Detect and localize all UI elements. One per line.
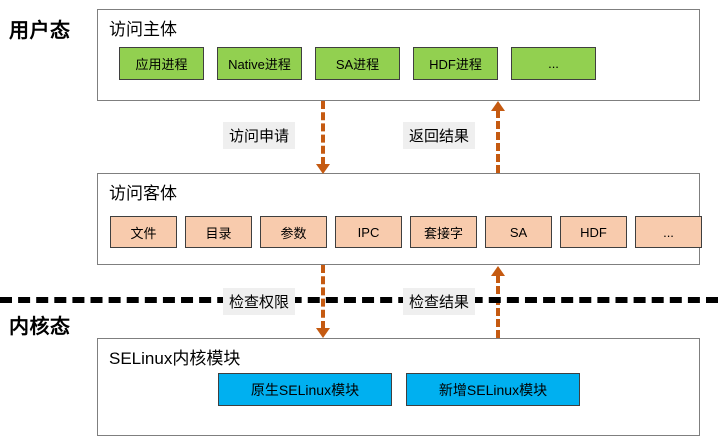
object-chip-parameter[interactable]: 参数 <box>260 216 327 248</box>
arrowhead-check-permission-down-icon <box>316 328 330 338</box>
access-object-chip-row: 文件 目录 参数 IPC 套接字 SA HDF ... <box>110 216 718 248</box>
access-subject-title: 访问主体 <box>109 20 177 39</box>
user-kernel-boundary-divider <box>0 297 718 303</box>
connector-check-result <box>496 275 500 338</box>
flow-label-check-result: 检查结果 <box>403 288 476 315</box>
object-chip-ipc[interactable]: IPC <box>335 216 402 248</box>
arrowhead-check-result-up-icon <box>491 266 505 276</box>
connector-return-result <box>496 110 500 173</box>
flow-label-access-request: 访问申请 <box>223 122 296 149</box>
subject-chip-more[interactable]: ... <box>511 47 596 80</box>
selinux-kernel-module-box: SELinux内核模块 <box>97 338 700 436</box>
flow-label-return-result: 返回结果 <box>403 122 476 149</box>
object-chip-socket[interactable]: 套接字 <box>410 216 477 248</box>
object-chip-file[interactable]: 文件 <box>110 216 177 248</box>
access-subject-chip-row: 应用进程 Native进程 SA进程 HDF进程 ... <box>119 47 718 80</box>
subject-chip-sa[interactable]: SA进程 <box>315 47 400 80</box>
arrowhead-access-request-down-icon <box>316 164 330 174</box>
kernel-chip-native-selinux[interactable]: 原生SELinux模块 <box>218 373 392 406</box>
connector-access-request <box>321 101 325 165</box>
object-chip-sa[interactable]: SA <box>485 216 552 248</box>
selinux-kernel-module-title: SELinux内核模块 <box>109 349 241 368</box>
kernel-mode-label: 内核态 <box>9 316 71 338</box>
subject-chip-hdf[interactable]: HDF进程 <box>413 47 498 80</box>
user-mode-label: 用户态 <box>9 20 71 42</box>
object-chip-hdf[interactable]: HDF <box>560 216 627 248</box>
kernel-chip-added-selinux[interactable]: 新增SELinux模块 <box>406 373 580 406</box>
subject-chip-native[interactable]: Native进程 <box>217 47 302 80</box>
object-chip-more[interactable]: ... <box>635 216 702 248</box>
object-chip-directory[interactable]: 目录 <box>185 216 252 248</box>
kernel-module-chip-row: 原生SELinux模块 新增SELinux模块 <box>218 373 718 406</box>
access-object-title: 访问客体 <box>109 184 177 203</box>
subject-chip-app[interactable]: 应用进程 <box>119 47 204 80</box>
flow-label-check-permission: 检查权限 <box>223 288 296 315</box>
arrowhead-return-result-up-icon <box>491 101 505 111</box>
